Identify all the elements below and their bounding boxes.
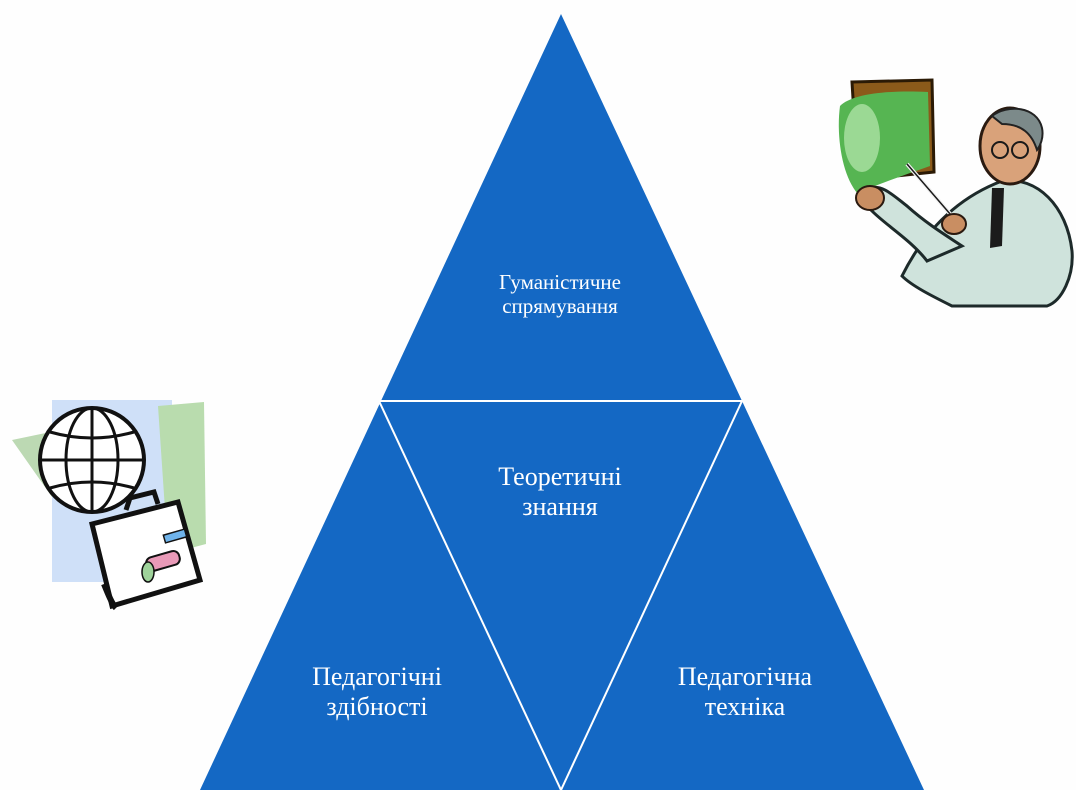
right-triangle-label: Педагогічна техніка xyxy=(677,662,813,721)
globe-icon xyxy=(38,406,146,514)
left-divider-line xyxy=(378,400,562,790)
top-triangle-label: Гуманістичне спрямування xyxy=(499,270,621,319)
teacher-at-chalkboard-icon xyxy=(838,78,1074,308)
center-triangle-label: Теоретичні знання xyxy=(498,462,622,521)
suitcase-icon xyxy=(88,489,204,611)
left-triangle-label: Педагогічні здібності xyxy=(312,662,442,721)
right-divider-line xyxy=(560,400,743,790)
globe-and-suitcase-icon xyxy=(12,400,206,611)
